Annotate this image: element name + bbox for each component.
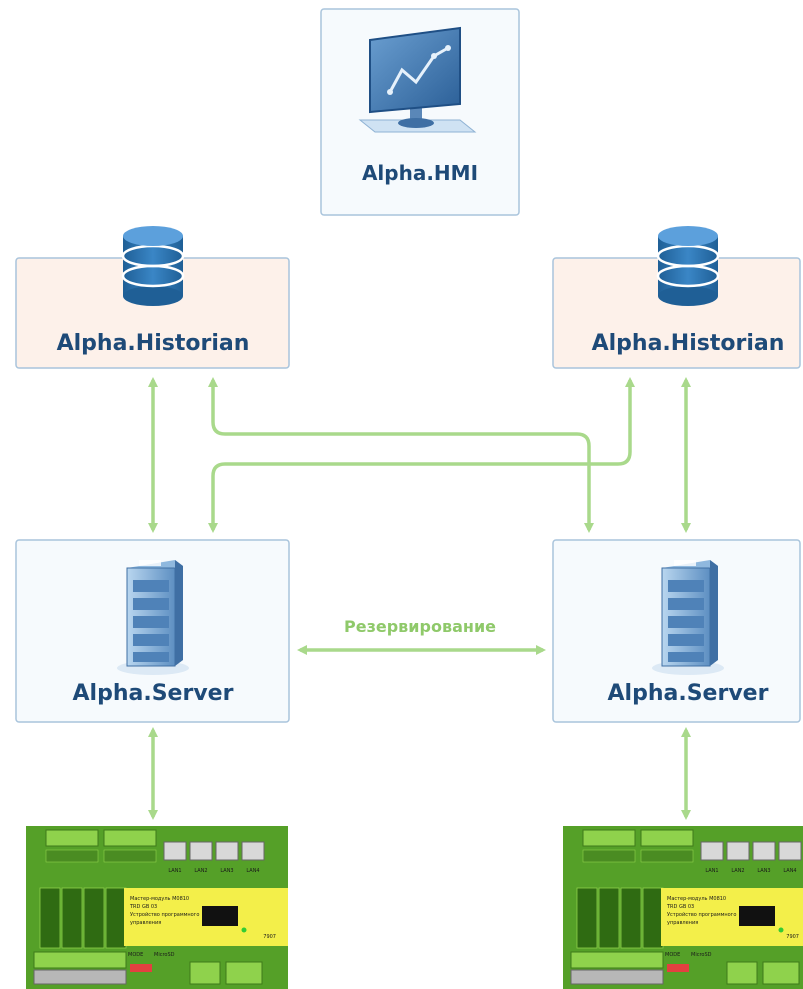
connector-historian-left-to-server-right [208,377,594,533]
plc-model: 7907 [786,934,799,940]
historian-right-label: Alpha.Historian [592,331,785,356]
monitor-icon [358,26,477,133]
plc-microsd-label: MicroSD [154,952,175,958]
server-left-label: Alpha.Server [73,681,234,706]
server-rack-icon [652,560,724,675]
plc-port-label: LAN1 [168,868,181,874]
redundancy-label: Резервирование [344,617,496,636]
plc-port-label: LAN1 [705,868,718,874]
hmi-node[interactable]: Alpha.HMI [320,8,520,216]
database-icon [656,226,720,306]
connector-historian-right-to-server-left [208,377,635,533]
plc-port-label: LAN3 [220,868,233,874]
plc-module-label: Мастер-модуль M0810 [130,896,189,902]
plc-module-label: Мастер-модуль M0810 [667,896,726,902]
server-rack-icon [117,560,189,675]
plc-right[interactable]: LAN1 LAN2 LAN3 LAN4 Мастер-модуль M0810 … [563,826,803,989]
plc-port-label: LAN4 [246,868,259,874]
historian-left-label: Alpha.Historian [57,331,250,356]
plc-module-line: Устройство программного [130,911,199,918]
plc-module-line: управления [130,920,161,926]
plc-mode-label: MODE [128,952,143,958]
historian-left-node[interactable]: Alpha.Historian [15,226,290,369]
server-right-node[interactable]: Alpha.Server [552,539,801,723]
plc-module-line: TRD GB 03 [666,904,694,910]
plc-model: 7907 [263,934,276,940]
server-right-label: Alpha.Server [608,681,769,706]
plc-mode-label: MODE [665,952,680,958]
plc-module-line: управления [667,920,698,926]
historian-right-node[interactable]: Alpha.Historian [552,226,801,369]
plc-port-label: LAN3 [757,868,770,874]
plc-left[interactable]: LAN1 LAN2 LAN3 LAN4 Мастер-модуль M0810 … [26,826,288,989]
server-left-node[interactable]: Alpha.Server [15,539,290,723]
plc-module-line: TRD GB 03 [129,904,157,910]
plc-microsd-label: MicroSD [691,952,712,958]
plc-port-label: LAN2 [731,868,744,874]
plc-controller-icon: LAN1 LAN2 LAN3 LAN4 Мастер-модуль M0810 … [26,826,288,989]
plc-module-line: Устройство программного [667,911,736,918]
database-icon [121,226,185,306]
hmi-label: Alpha.HMI [362,161,478,185]
plc-port-label: LAN2 [194,868,207,874]
plc-port-label: LAN4 [783,868,796,874]
plc-controller-icon: LAN1 LAN2 LAN3 LAN4 Мастер-модуль M0810 … [563,826,803,989]
connectors [148,377,691,820]
